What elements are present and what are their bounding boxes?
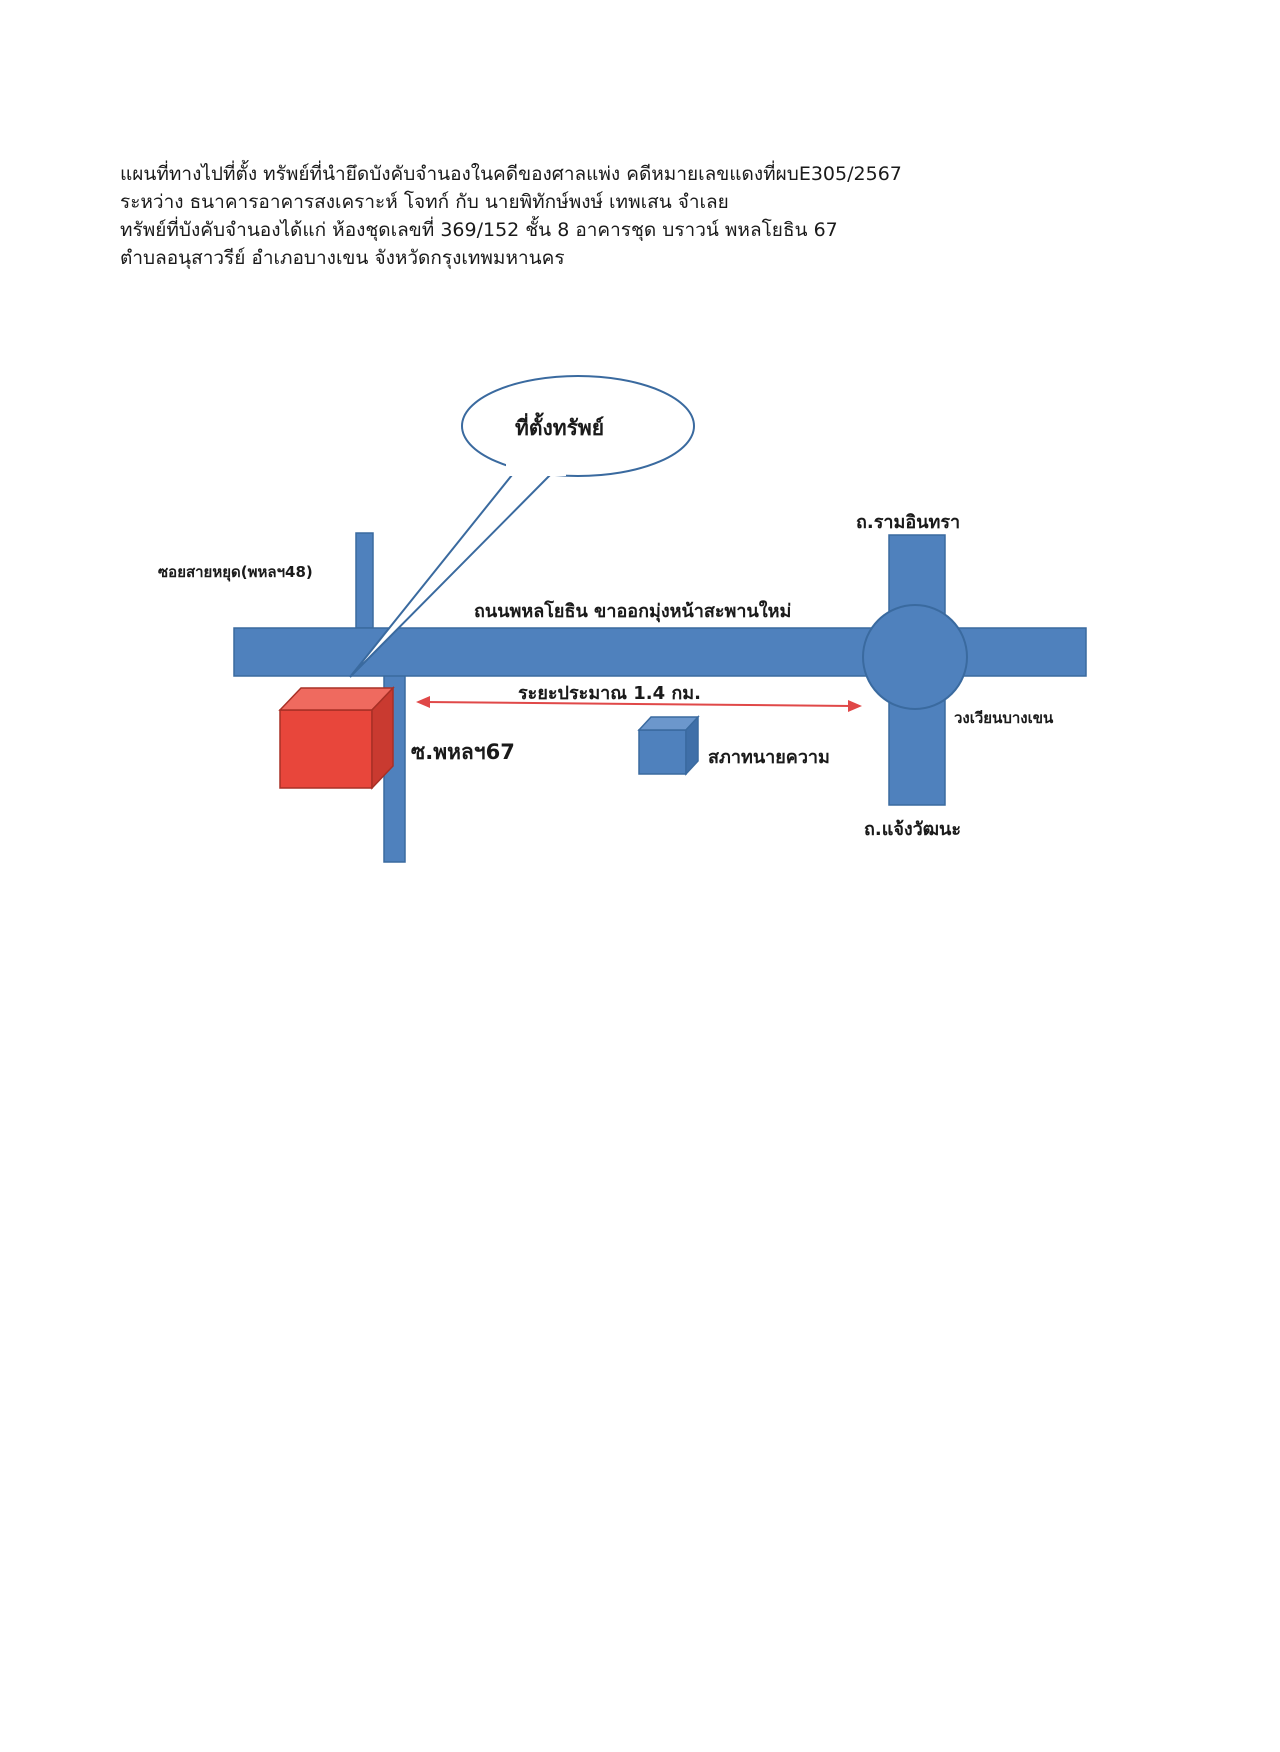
property-building-icon — [278, 686, 395, 790]
chaeng-watthana-road-label: ถ.แจ้งวัฒนะ — [864, 819, 962, 840]
header-parties-line: ระหว่าง ธนาคารอาคารสงเคราะห์ โจทก์ กับ น… — [120, 191, 729, 213]
callout-label: ที่ตั้งทรัพย์ — [515, 416, 605, 440]
bang-khen-roundabout — [862, 604, 968, 710]
soi-48-road — [355, 532, 374, 629]
soi-48-label: ซอยสายหยุด(พหลฯ48) — [158, 563, 313, 581]
distance-arrow — [416, 696, 862, 712]
ramintra-road-label: ถ.รามอินทรา — [856, 512, 961, 533]
lawyers-council-building-icon — [637, 715, 700, 776]
main-road-label: ถนนพหลโยธิน ขาออกมุ่งหน้าสะพานใหม่ — [474, 601, 792, 622]
header-location-line: ตำบลอนุสาวรีย์ อำเภอบางเขน จังหวัดกรุงเท… — [120, 247, 565, 269]
header-property-line: ทรัพย์ที่บังคับจำนองได้แก่ ห้องชุดเลขที่… — [120, 219, 838, 241]
property-callout — [349, 375, 695, 678]
header-title-line: แผนที่ทางไปที่ตั้ง ทรัพย์ที่นำยึดบังคับจ… — [120, 163, 902, 185]
distance-label: ระยะประมาณ 1.4 กม. — [518, 683, 702, 704]
document-header: แผนที่ทางไปที่ตั้ง ทรัพย์ที่นำยึดบังคับจ… — [120, 160, 1120, 272]
lawyers-council-label: สภาทนายความ — [708, 747, 830, 768]
soi-67-label: ซ.พหลฯ67 — [411, 740, 515, 764]
roundabout-label: วงเวียนบางเขน — [954, 709, 1054, 727]
